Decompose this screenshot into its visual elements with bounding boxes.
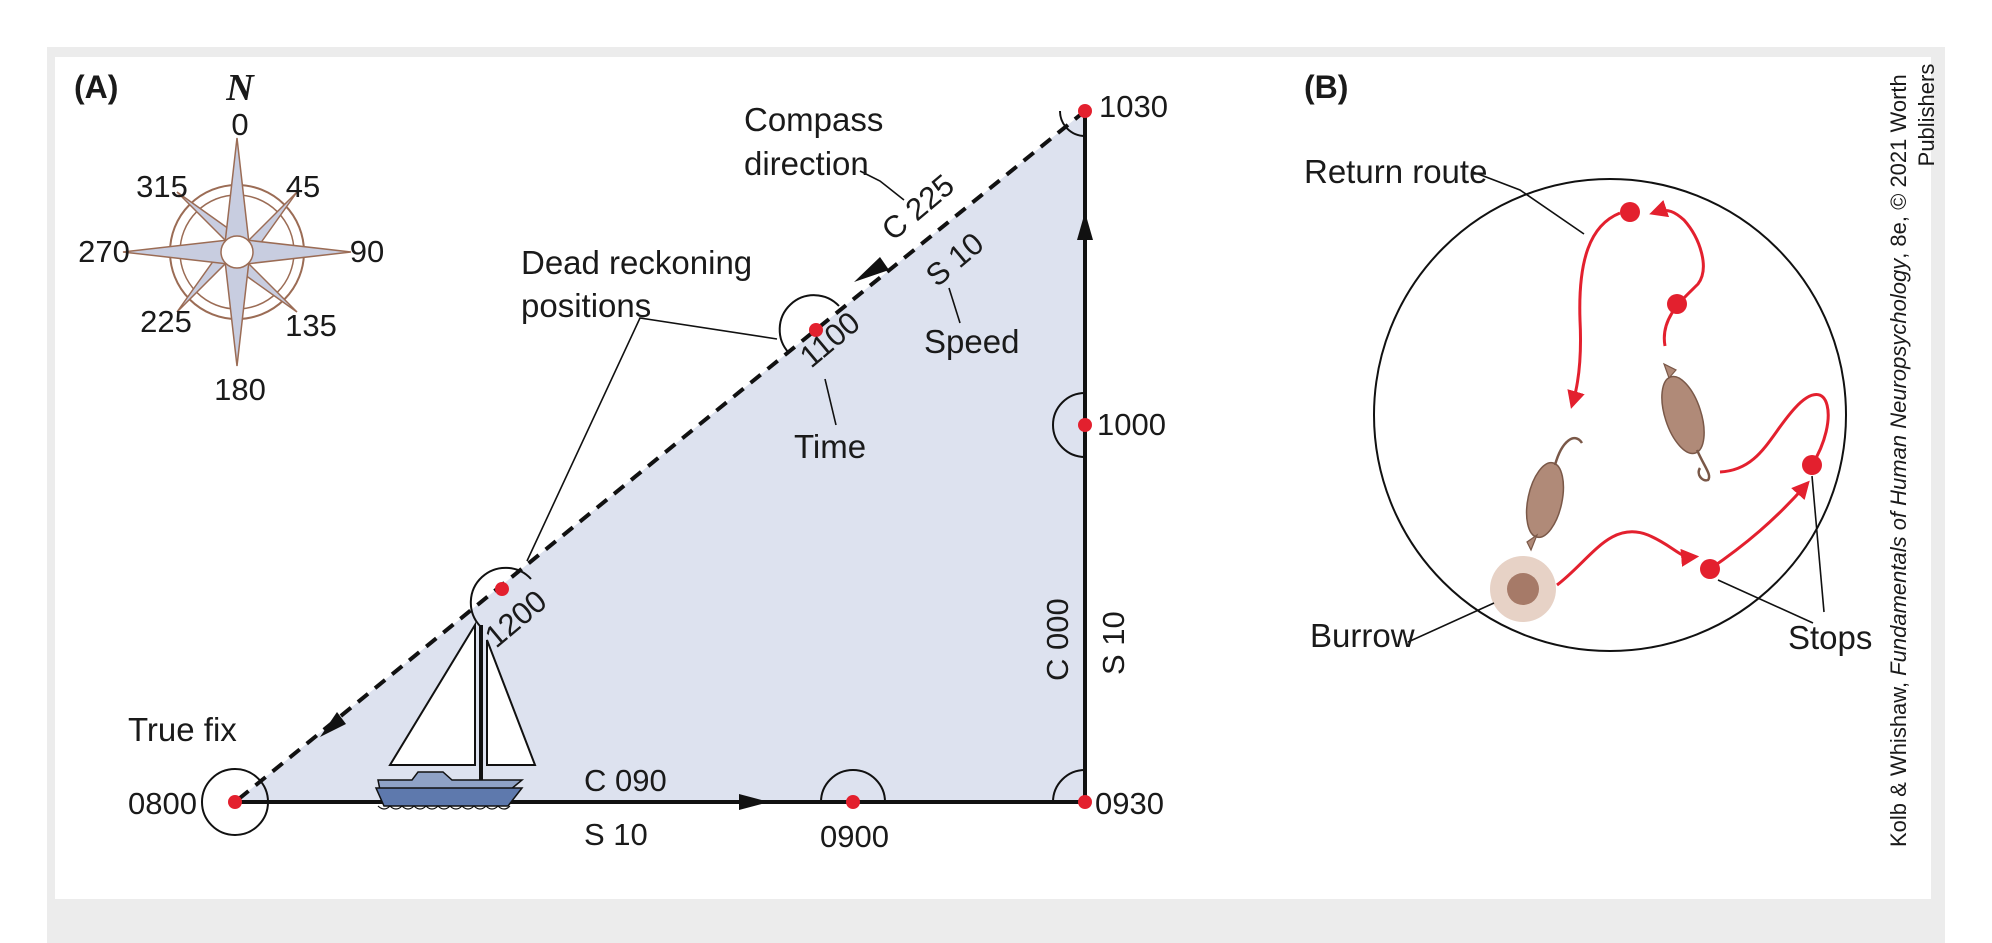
return-route-label: Return route [1304, 153, 1487, 190]
outward-route-segment-2 [1709, 480, 1810, 571]
stop-point-4 [1620, 202, 1640, 222]
arc-1000 [1052, 392, 1086, 458]
return-arrowhead-upper-icon [854, 257, 889, 282]
point-0900 [846, 795, 860, 809]
bearing-315: 315 [136, 169, 188, 204]
point-1100 [809, 323, 823, 337]
arc-1200 [469, 566, 532, 627]
panel-b-label: (B) [1304, 69, 1348, 105]
compass-direction-leader [859, 170, 905, 201]
return-route-path [1567, 211, 1621, 409]
dead-reckoning-leader [526, 317, 778, 562]
arc-1030 [1059, 110, 1086, 137]
stop-point-1 [1700, 559, 1720, 579]
north-course-label: C 000 [1040, 598, 1075, 681]
point-1000 [1078, 418, 1092, 432]
panel-a-label: (A) [74, 69, 118, 105]
burrow-icon [1490, 556, 1556, 622]
compass-direction-label-line1: Compass [744, 101, 883, 138]
arc-0900 [820, 769, 886, 803]
credit-prefix: Kolb & Whishaw, [1886, 676, 1911, 847]
credit-text: Kolb & Whishaw, Fundamentals of Human Ne… [1886, 74, 1911, 847]
speed-label: Speed [924, 323, 1019, 360]
svg-text:Kolb & Whishaw, Fundamentals o: Kolb & Whishaw, Fundamentals of Human Ne… [1886, 74, 1911, 847]
point-1200 [495, 582, 509, 596]
bearing-135: 135 [285, 308, 337, 343]
dead-reckoning-label-line2: positions [521, 287, 651, 324]
time-0800: 0800 [128, 786, 197, 821]
bearing-180: 180 [214, 372, 266, 407]
stops-leader-1 [1717, 579, 1814, 624]
dead-reckoning-label-line1: Dead reckoning [521, 244, 752, 281]
bearing-0: 0 [231, 107, 248, 142]
east-course-label: C 090 [584, 763, 667, 798]
time-label: Time [794, 428, 866, 465]
credit-line2: Publishers [1914, 64, 1939, 167]
bearing-45: 45 [286, 169, 320, 204]
time-leader [824, 378, 837, 426]
point-0800 [228, 795, 242, 809]
stop-point-2 [1802, 455, 1822, 475]
north-letter: N [225, 67, 255, 109]
return-arrowhead-lower-icon [320, 712, 346, 737]
credit-suffix: , 8e, © 2021 Worth [1886, 74, 1911, 259]
true-fix-circle [201, 768, 269, 836]
east-arrowhead-icon [739, 794, 769, 810]
burrow-leader [1407, 602, 1495, 643]
return-route-leader [1472, 171, 1585, 235]
time-1000: 1000 [1097, 407, 1166, 442]
outward-route-segment-3 [1719, 393, 1830, 474]
rat-left-icon [1525, 437, 1584, 552]
compass-rose-icon [122, 137, 352, 367]
burrow-label: Burrow [1310, 617, 1415, 654]
true-fix-label: True fix [128, 711, 237, 748]
time-0930: 0930 [1095, 786, 1164, 821]
compass-direction-label-line2: direction [744, 145, 869, 182]
speed-leader [948, 287, 961, 324]
bearing-90: 90 [350, 234, 384, 269]
stops-label: Stops [1788, 619, 1872, 656]
point-0930 [1078, 795, 1092, 809]
rat-right-icon [1661, 362, 1711, 482]
outward-route-segment-1 [1556, 530, 1700, 587]
point-1030 [1078, 104, 1092, 118]
return-leg-dashed-line [233, 109, 1087, 804]
time-0900: 0900 [820, 819, 889, 854]
outward-route-segment-4 [1649, 200, 1705, 347]
arc-0930 [1052, 769, 1086, 803]
north-speed-label: S 10 [1096, 611, 1131, 675]
north-arrowhead-icon [1077, 212, 1093, 240]
bearing-270: 270 [78, 234, 130, 269]
arena-circle [1373, 178, 1847, 652]
stops-leader-2 [1811, 475, 1825, 613]
credit-publisher: Publishers [1914, 64, 1939, 167]
time-1030: 1030 [1099, 89, 1168, 124]
east-speed-label: S 10 [584, 817, 648, 852]
bearing-225: 225 [140, 304, 192, 339]
credit-book-title: Fundamentals of Human Neuropsychology [1886, 257, 1911, 676]
arc-1100 [778, 294, 840, 354]
sailboat-icon [374, 621, 537, 810]
stop-point-3 [1667, 294, 1687, 314]
